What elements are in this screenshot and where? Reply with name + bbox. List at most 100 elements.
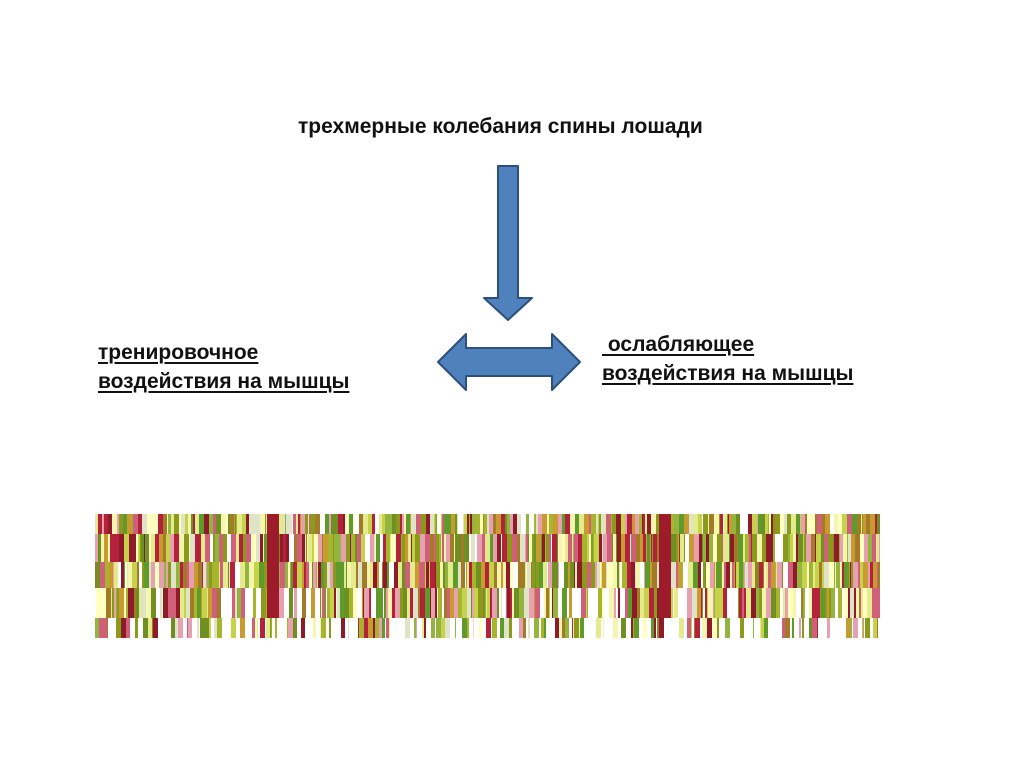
texture-stripe [369, 588, 371, 618]
texture-stripe [538, 514, 542, 534]
texture-stripe [591, 534, 593, 562]
texture-stripe [524, 588, 528, 618]
texture-stripe [240, 618, 245, 638]
texture-stripe [219, 562, 220, 588]
texture-stripe [163, 588, 168, 618]
texture-stripe [645, 534, 646, 562]
texture-stripe [627, 562, 631, 588]
texture-stripe [505, 514, 507, 534]
texture-stripe [203, 562, 206, 588]
texture-stripe [386, 618, 389, 638]
texture-stripe [375, 514, 379, 534]
texture-stripe [135, 618, 138, 638]
texture-stripe [503, 562, 506, 588]
texture-stripe [853, 618, 858, 638]
texture-stripe [783, 534, 788, 562]
texture-stripe [462, 618, 467, 638]
texture-stripe [702, 618, 707, 638]
texture-stripe [400, 588, 403, 618]
texture-stripe [140, 534, 141, 562]
texture-stripe [591, 562, 595, 588]
texture-stripe [385, 618, 386, 638]
texture-stripe [769, 514, 771, 534]
texture-stripe [96, 588, 101, 618]
texture-stripe [149, 514, 154, 534]
texture-stripe [732, 514, 736, 534]
texture-stripe [802, 618, 804, 638]
texture-stripe [678, 562, 681, 588]
texture-stripe [405, 534, 408, 562]
texture-stripe [601, 618, 603, 638]
texture-stripe [606, 514, 611, 534]
texture-stripe [212, 562, 216, 588]
texture-stripe [775, 562, 776, 588]
texture-stripe [207, 588, 208, 618]
texture-stripe [551, 618, 555, 638]
texture-stripe [320, 618, 321, 638]
texture-stripe [258, 618, 259, 638]
texture-stripe [430, 514, 434, 534]
texture-stripe [784, 514, 787, 534]
texture-stripe [687, 618, 691, 638]
texture-stripe [329, 618, 331, 638]
texture-stripe [171, 514, 174, 534]
texture-stripe [201, 588, 202, 618]
texture-stripe [426, 562, 429, 588]
texture-stripe [848, 534, 851, 562]
texture-stripe [652, 534, 653, 562]
texture-stripe [703, 562, 705, 588]
texture-stripe [235, 588, 237, 618]
texture-stripe [792, 618, 794, 638]
texture-stripe [489, 562, 494, 588]
texture-stripe [829, 588, 831, 618]
texture-stripe [856, 588, 859, 618]
texture-stripe [400, 618, 405, 638]
texture-stripe [121, 618, 126, 638]
texture-stripe [806, 534, 811, 562]
texture-stripe [175, 618, 178, 638]
texture-stripe [321, 588, 322, 618]
texture-stripe [455, 534, 458, 562]
texture-stripe [194, 588, 197, 618]
texture-stripe [421, 514, 426, 534]
texture-stripe [835, 588, 837, 618]
texture-stripe [824, 534, 828, 562]
texture-stripe [835, 562, 836, 588]
texture-stripe [320, 588, 321, 618]
texture-stripe [805, 588, 806, 618]
texture-stripe [782, 562, 783, 588]
texture-stripe [706, 562, 710, 588]
texture-stripe [737, 534, 738, 562]
texture-stripe [246, 534, 251, 562]
texture-stripe [315, 514, 320, 534]
texture-stripe [285, 514, 286, 534]
texture-stripe [483, 514, 484, 534]
texture-stripe [553, 588, 558, 618]
texture-stripe [361, 588, 362, 618]
texture-stripe [206, 562, 207, 588]
texture-stripe [436, 562, 440, 588]
texture-stripe [753, 562, 755, 588]
diagram-title: трехмерные колебания спины лошади [298, 115, 703, 138]
texture-stripe [426, 618, 431, 638]
texture-stripe [371, 588, 376, 618]
texture-stripe [278, 514, 283, 534]
texture-stripe [100, 562, 105, 588]
texture-stripe [334, 534, 339, 562]
texture-stripe [209, 562, 212, 588]
texture-stripe [195, 534, 199, 562]
texture-stripe [713, 588, 714, 618]
texture-stripe [680, 534, 684, 562]
texture-stripe [760, 618, 761, 638]
texture-stripe [528, 588, 529, 618]
texture-stripe [287, 618, 288, 638]
texture-stripe [199, 534, 201, 562]
texture-stripe [316, 618, 319, 638]
texture-stripe [289, 588, 293, 618]
texture-stripe [364, 588, 369, 618]
texture-stripe [484, 514, 487, 534]
texture-stripe [539, 618, 541, 638]
texture-stripe [539, 562, 541, 588]
texture-stripe [803, 534, 804, 562]
texture-stripe [298, 514, 300, 534]
